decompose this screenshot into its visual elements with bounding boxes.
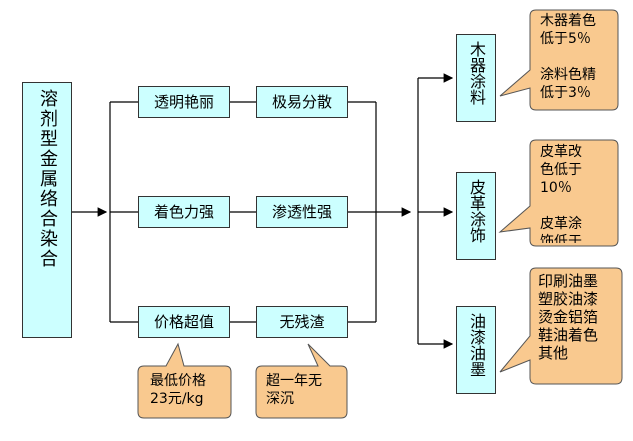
application-wood-label: 木器涂料 (467, 41, 486, 105)
application-leather-label: 皮革涂饰 (467, 179, 486, 243)
main-product-label: 溶剂型金属络合染合 (37, 89, 58, 269)
feature-residue-box: 无残渣 (256, 306, 348, 338)
paint-note-callout (499, 267, 623, 385)
main-product-box: 溶剂型金属络合染合 (22, 82, 72, 338)
application-wood-box: 木器涂料 (456, 34, 496, 122)
residue-callout-text: 超一年无 深沉 (266, 373, 322, 407)
feature-transparent-label: 透明艳丽 (153, 92, 214, 111)
wood-note-text: 木器着色 低于5％ 涂料色精 低于3％ (540, 13, 596, 101)
residue-callout-shape (255, 343, 348, 419)
leather-note-callout (498, 139, 619, 247)
price-callout-text: 最低价格 23元/kg (150, 373, 206, 407)
feature-price-box: 价格超值 (138, 306, 230, 338)
price-callout-shape (137, 342, 232, 419)
application-leather-box: 皮革涂饰 (456, 172, 496, 260)
feature-penetration-label: 渗透性强 (271, 202, 332, 221)
leather-note-text: 皮革改 色低于 10％ 皮革涂 饰低于 (540, 144, 582, 243)
application-paint-label: 油漆油墨 (467, 313, 486, 377)
paint-note-text: 印刷油墨 塑胶油漆 烫金铝箔 鞋油着色 其他 (538, 272, 599, 362)
feature-dispersion-box: 极易分散 (256, 86, 348, 118)
application-paint-box: 油漆油墨 (456, 306, 496, 394)
feature-residue-label: 无残渣 (279, 312, 325, 331)
wood-note-callout (499, 9, 619, 111)
feature-tinting-label: 着色力强 (153, 202, 214, 221)
feature-penetration-box: 渗透性强 (256, 196, 348, 228)
feature-price-label: 价格超值 (153, 312, 214, 331)
feature-tinting-box: 着色力强 (138, 196, 230, 228)
feature-dispersion-label: 极易分散 (271, 92, 332, 111)
feature-transparent-box: 透明艳丽 (138, 86, 230, 118)
